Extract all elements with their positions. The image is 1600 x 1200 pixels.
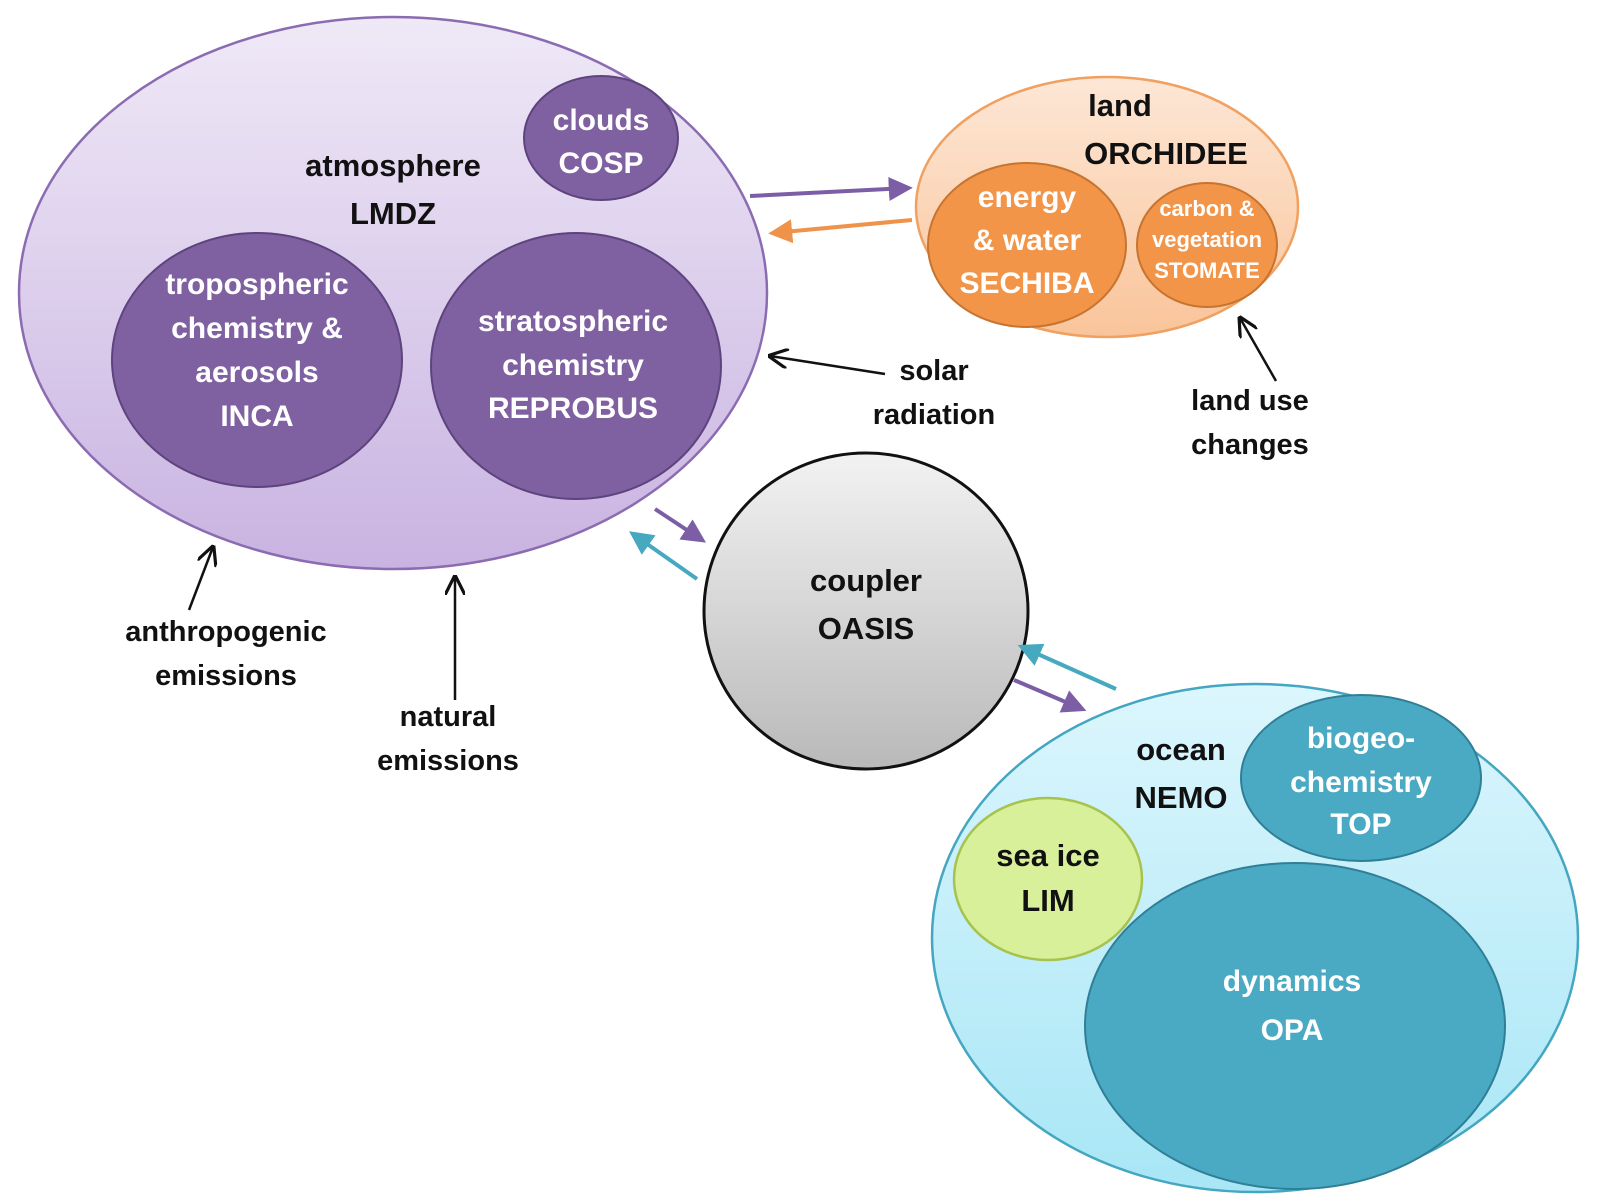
carbon-model: STOMATE xyxy=(1154,258,1260,283)
landuse-label-1: land use xyxy=(1191,385,1309,417)
natural-label-1: natural xyxy=(400,701,497,733)
stratospheric-ellipse xyxy=(430,232,722,500)
arrow-coupler-to-atmosphere xyxy=(629,531,699,581)
solar-label-2: radiation xyxy=(873,399,995,431)
biogeo-model: TOP xyxy=(1330,808,1391,841)
dynamics-ellipse xyxy=(1084,862,1506,1190)
clouds-model: COSP xyxy=(558,147,643,180)
sea-ice-ellipse xyxy=(952,796,1144,962)
carbon-vegetation-ellipse xyxy=(1136,182,1278,308)
tropospheric-ellipse xyxy=(111,232,403,488)
stratospheric-label-2: chemistry xyxy=(502,349,644,382)
coupling-arrows xyxy=(629,176,1117,713)
clouds-label: clouds xyxy=(553,104,650,137)
arrow-solar-radiation xyxy=(770,356,886,376)
stratospheric-label-1: stratospheric xyxy=(478,305,668,338)
arrow-ocean-to-coupler xyxy=(1017,643,1117,691)
dynamics-label: dynamics xyxy=(1223,965,1361,998)
tropospheric-label-2: chemistry & xyxy=(171,312,343,345)
tropospheric-label-3: aerosols xyxy=(195,356,318,389)
stratospheric-model: REPROBUS xyxy=(488,392,658,425)
land-title: land xyxy=(1088,88,1152,123)
arrow-coupler-to-ocean xyxy=(1013,678,1087,713)
land-component: land ORCHIDEE energy & water SECHIBA car… xyxy=(914,75,1300,339)
energy-label-2: & water xyxy=(973,224,1082,257)
arrow-land-use-changes xyxy=(1240,318,1278,382)
coupler-label: coupler xyxy=(810,563,922,598)
energy-water-ellipse xyxy=(927,162,1127,328)
tropospheric-model: INCA xyxy=(220,400,293,433)
coupler-component: coupler OASIS xyxy=(702,451,1030,771)
land-model: ORCHIDEE xyxy=(1084,136,1248,171)
energy-label-1: energy xyxy=(978,181,1077,214)
atmosphere-model: LMDZ xyxy=(350,196,436,231)
anthropogenic-label-1: anthropogenic xyxy=(125,616,326,648)
coupler-circle xyxy=(702,451,1030,771)
coupler-model: OASIS xyxy=(818,611,914,646)
sea-ice-model: LIM xyxy=(1021,883,1074,918)
biogeo-label-2: chemistry xyxy=(1290,766,1432,799)
solar-label-1: solar xyxy=(899,355,968,387)
arrow-land-to-atmosphere xyxy=(768,218,913,244)
carbon-label-2: vegetation xyxy=(1152,227,1262,252)
biogeochemistry-ellipse xyxy=(1240,694,1482,862)
sea-ice-label: sea ice xyxy=(996,838,1099,873)
anthropogenic-label-2: emissions xyxy=(155,660,297,692)
arrow-atmosphere-to-land xyxy=(749,176,913,201)
natural-label-2: emissions xyxy=(377,745,519,777)
landuse-label-2: changes xyxy=(1191,429,1309,461)
tropospheric-label-1: tropospheric xyxy=(165,268,348,301)
atmosphere-title: atmosphere xyxy=(305,148,481,183)
clouds-ellipse xyxy=(523,75,679,201)
forcing-arrows xyxy=(187,318,1278,700)
carbon-label-1: carbon & xyxy=(1159,196,1254,221)
energy-model: SECHIBA xyxy=(959,267,1094,300)
biogeo-label-1: biogeo- xyxy=(1307,722,1415,755)
dynamics-model: OPA xyxy=(1261,1014,1324,1047)
ocean-model: NEMO xyxy=(1135,780,1228,815)
ocean-component: ocean NEMO biogeo- chemistry TOP dynamic… xyxy=(930,682,1580,1194)
arrow-atmosphere-to-coupler xyxy=(653,507,707,543)
atmosphere-component: atmosphere LMDZ clouds COSP tropospheric… xyxy=(17,15,769,571)
ocean-title: ocean xyxy=(1136,732,1226,767)
arrow-anthropogenic-emissions xyxy=(187,547,213,611)
